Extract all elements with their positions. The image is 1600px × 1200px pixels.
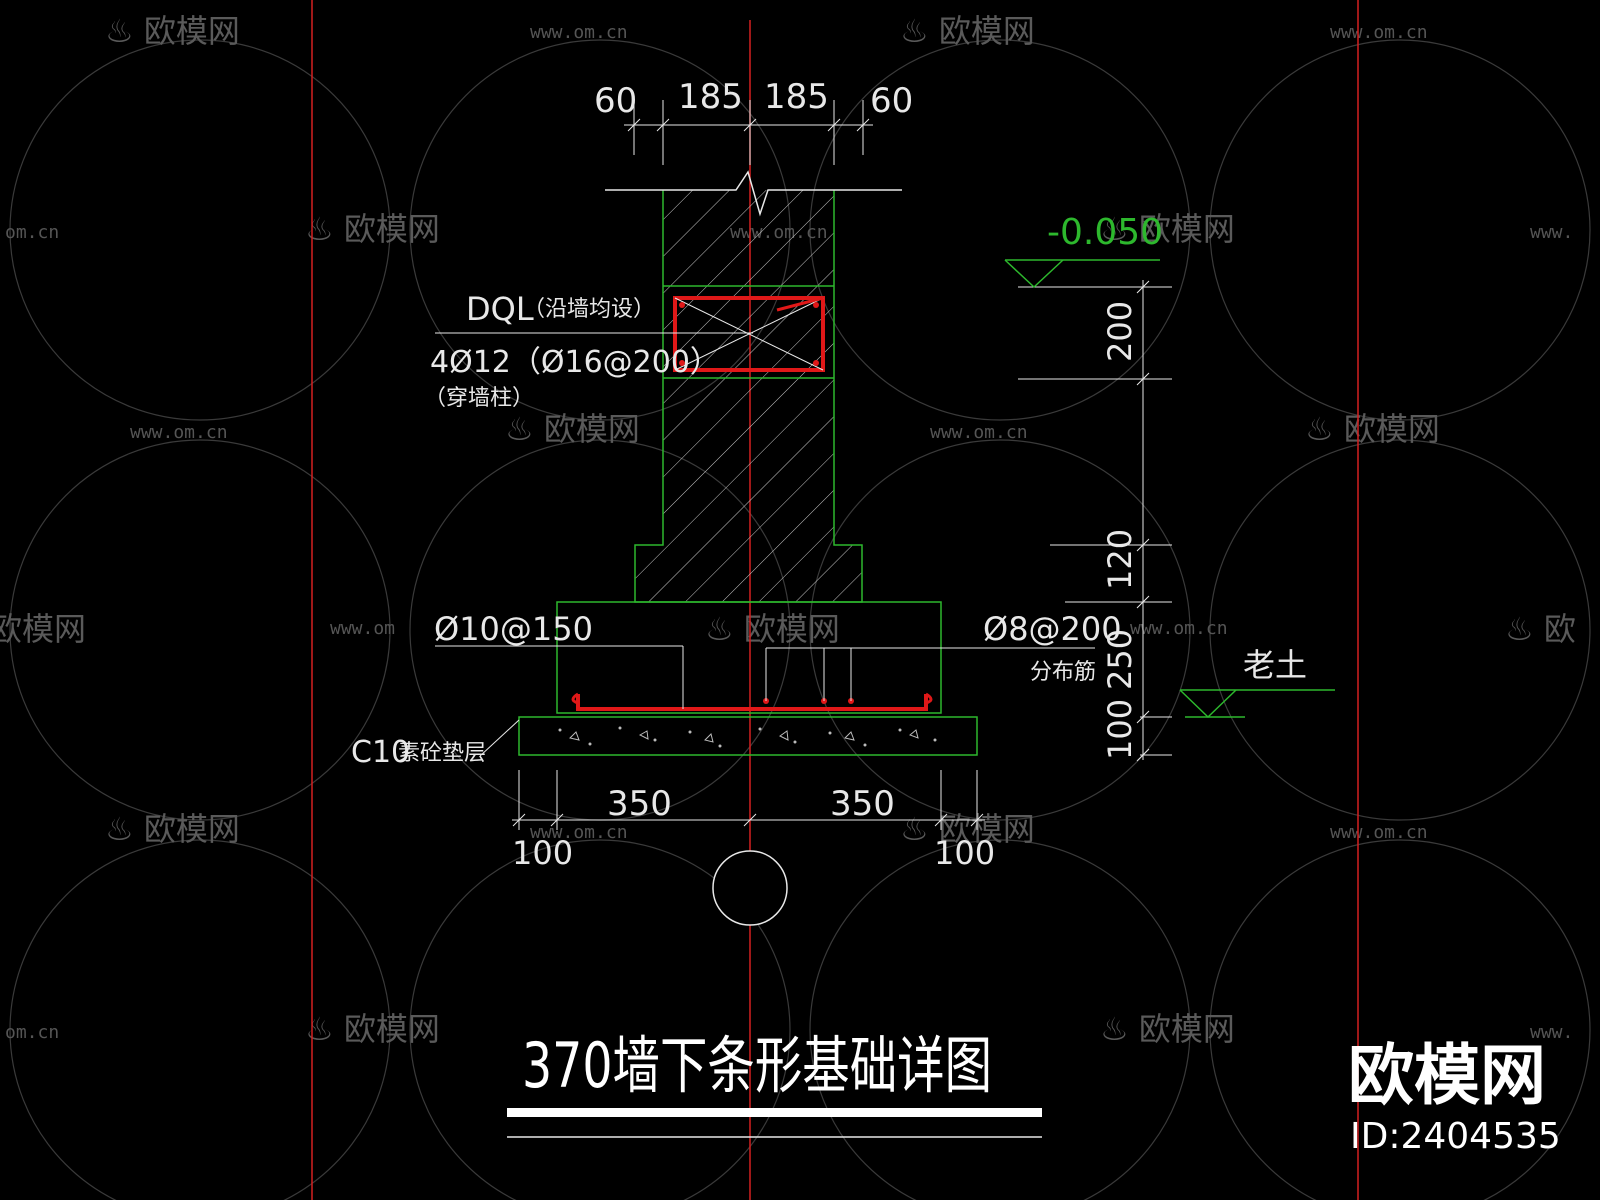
dql-note2: （穿墙柱） bbox=[424, 386, 534, 411]
ring-beam-rebar bbox=[673, 296, 825, 372]
drawing-title: 370墙下条形基础详图 bbox=[522, 1029, 992, 1102]
svg-text:欧模网: 欧模网 bbox=[0, 610, 86, 648]
axis-circle bbox=[712, 850, 788, 926]
top-dimension bbox=[624, 100, 873, 165]
dim-bottom-100-left: 100 bbox=[512, 834, 573, 872]
leader-lines bbox=[435, 332, 1095, 757]
cushion-note: 素砼垫层 bbox=[398, 741, 486, 766]
dim-top-60-left: 60 bbox=[594, 81, 637, 121]
rebar-right-label: Ø8@200 bbox=[983, 610, 1122, 648]
svg-text:♨ 欧模网: ♨ 欧模网 bbox=[305, 1010, 440, 1048]
svg-text:♨ 欧模网: ♨ 欧模网 bbox=[105, 12, 240, 50]
dim-right-250: 250 bbox=[1101, 629, 1139, 690]
rebar-right-note: 分布筋 bbox=[1030, 660, 1096, 685]
svg-text:♨ 欧模网: ♨ 欧模网 bbox=[900, 12, 1035, 50]
dql-rebar: 4Ø12（Ø16@200） bbox=[430, 345, 720, 380]
dql-note: （沿墙均设） bbox=[523, 297, 655, 322]
watermark-brand: 欧模网 bbox=[1348, 1037, 1546, 1114]
right-dimension bbox=[1018, 280, 1172, 762]
svg-text:www.om: www.om bbox=[330, 618, 395, 639]
watermark-circles bbox=[9, 39, 1591, 1200]
svg-text:www.om.cn: www.om.cn bbox=[1330, 822, 1428, 843]
svg-text:♨ 欧模网: ♨ 欧模网 bbox=[1305, 410, 1440, 448]
svg-text:om.cn: om.cn bbox=[5, 222, 59, 243]
svg-text:www.: www. bbox=[1530, 222, 1573, 243]
title-underline-thick bbox=[507, 1108, 1042, 1117]
svg-text:www.om.cn: www.om.cn bbox=[930, 422, 1028, 443]
svg-text:♨ 欧模网: ♨ 欧模网 bbox=[1100, 1010, 1235, 1048]
dim-right-200: 200 bbox=[1101, 301, 1139, 362]
svg-text:♨ 欧模网: ♨ 欧模网 bbox=[505, 410, 640, 448]
dim-right-120: 120 bbox=[1101, 529, 1139, 590]
svg-text:www.: www. bbox=[1530, 1022, 1573, 1043]
svg-text:♨ 欧模网: ♨ 欧模网 bbox=[900, 810, 1035, 848]
dim-top-185-right: 185 bbox=[764, 77, 829, 117]
footing-rebar bbox=[571, 692, 933, 711]
soil-label: 老土 bbox=[1243, 646, 1307, 684]
dim-bottom-350-left: 350 bbox=[607, 784, 672, 824]
elevation-label: -0.050 bbox=[1047, 212, 1163, 253]
svg-text:www.om.cn: www.om.cn bbox=[1130, 618, 1228, 639]
cushion-label: C10 bbox=[351, 735, 410, 770]
svg-text:♨ 欧模网: ♨ 欧模网 bbox=[305, 210, 440, 248]
svg-text:♨ 欧模网: ♨ 欧模网 bbox=[105, 810, 240, 848]
dim-top-185-left: 185 bbox=[678, 77, 743, 117]
svg-text:♨ 欧模网: ♨ 欧模网 bbox=[705, 610, 840, 648]
rebar-left-label: Ø10@150 bbox=[434, 610, 593, 648]
dim-bottom-100-right: 100 bbox=[934, 834, 995, 872]
dim-top-60-right: 60 bbox=[870, 81, 913, 121]
dim-right-100: 100 bbox=[1101, 699, 1139, 760]
cushion-layer bbox=[518, 716, 978, 756]
break-line bbox=[605, 170, 902, 217]
wall-section bbox=[634, 190, 863, 603]
watermark-logos: ♨ 欧模网 ♨ 欧模网 ♨ 欧模网 ♨ 欧模网 ♨ 欧模网 ♨ 欧模网 欧模网 ♨ 欧模… bbox=[0, 12, 1576, 1048]
soil-marker bbox=[1179, 689, 1335, 719]
svg-text:www.om.cn: www.om.cn bbox=[1330, 22, 1428, 43]
watermark-id: ID:2404535 bbox=[1350, 1116, 1561, 1157]
svg-text:♨ 欧模网: ♨ 欧模网 bbox=[1100, 210, 1235, 248]
elevation-marker bbox=[1004, 259, 1160, 289]
svg-text:www.om.cn: www.om.cn bbox=[530, 22, 628, 43]
dim-bottom-350-right: 350 bbox=[830, 784, 895, 824]
svg-text:om.cn: om.cn bbox=[5, 1022, 59, 1043]
svg-text:www.om.cn: www.om.cn bbox=[130, 422, 228, 443]
bottom-dimension bbox=[512, 770, 985, 830]
dql-label: DQL bbox=[466, 290, 534, 328]
svg-text:♨ 欧: ♨ 欧 bbox=[1505, 610, 1576, 648]
footing bbox=[556, 601, 942, 714]
svg-text:www.om.cn: www.om.cn bbox=[530, 822, 628, 843]
